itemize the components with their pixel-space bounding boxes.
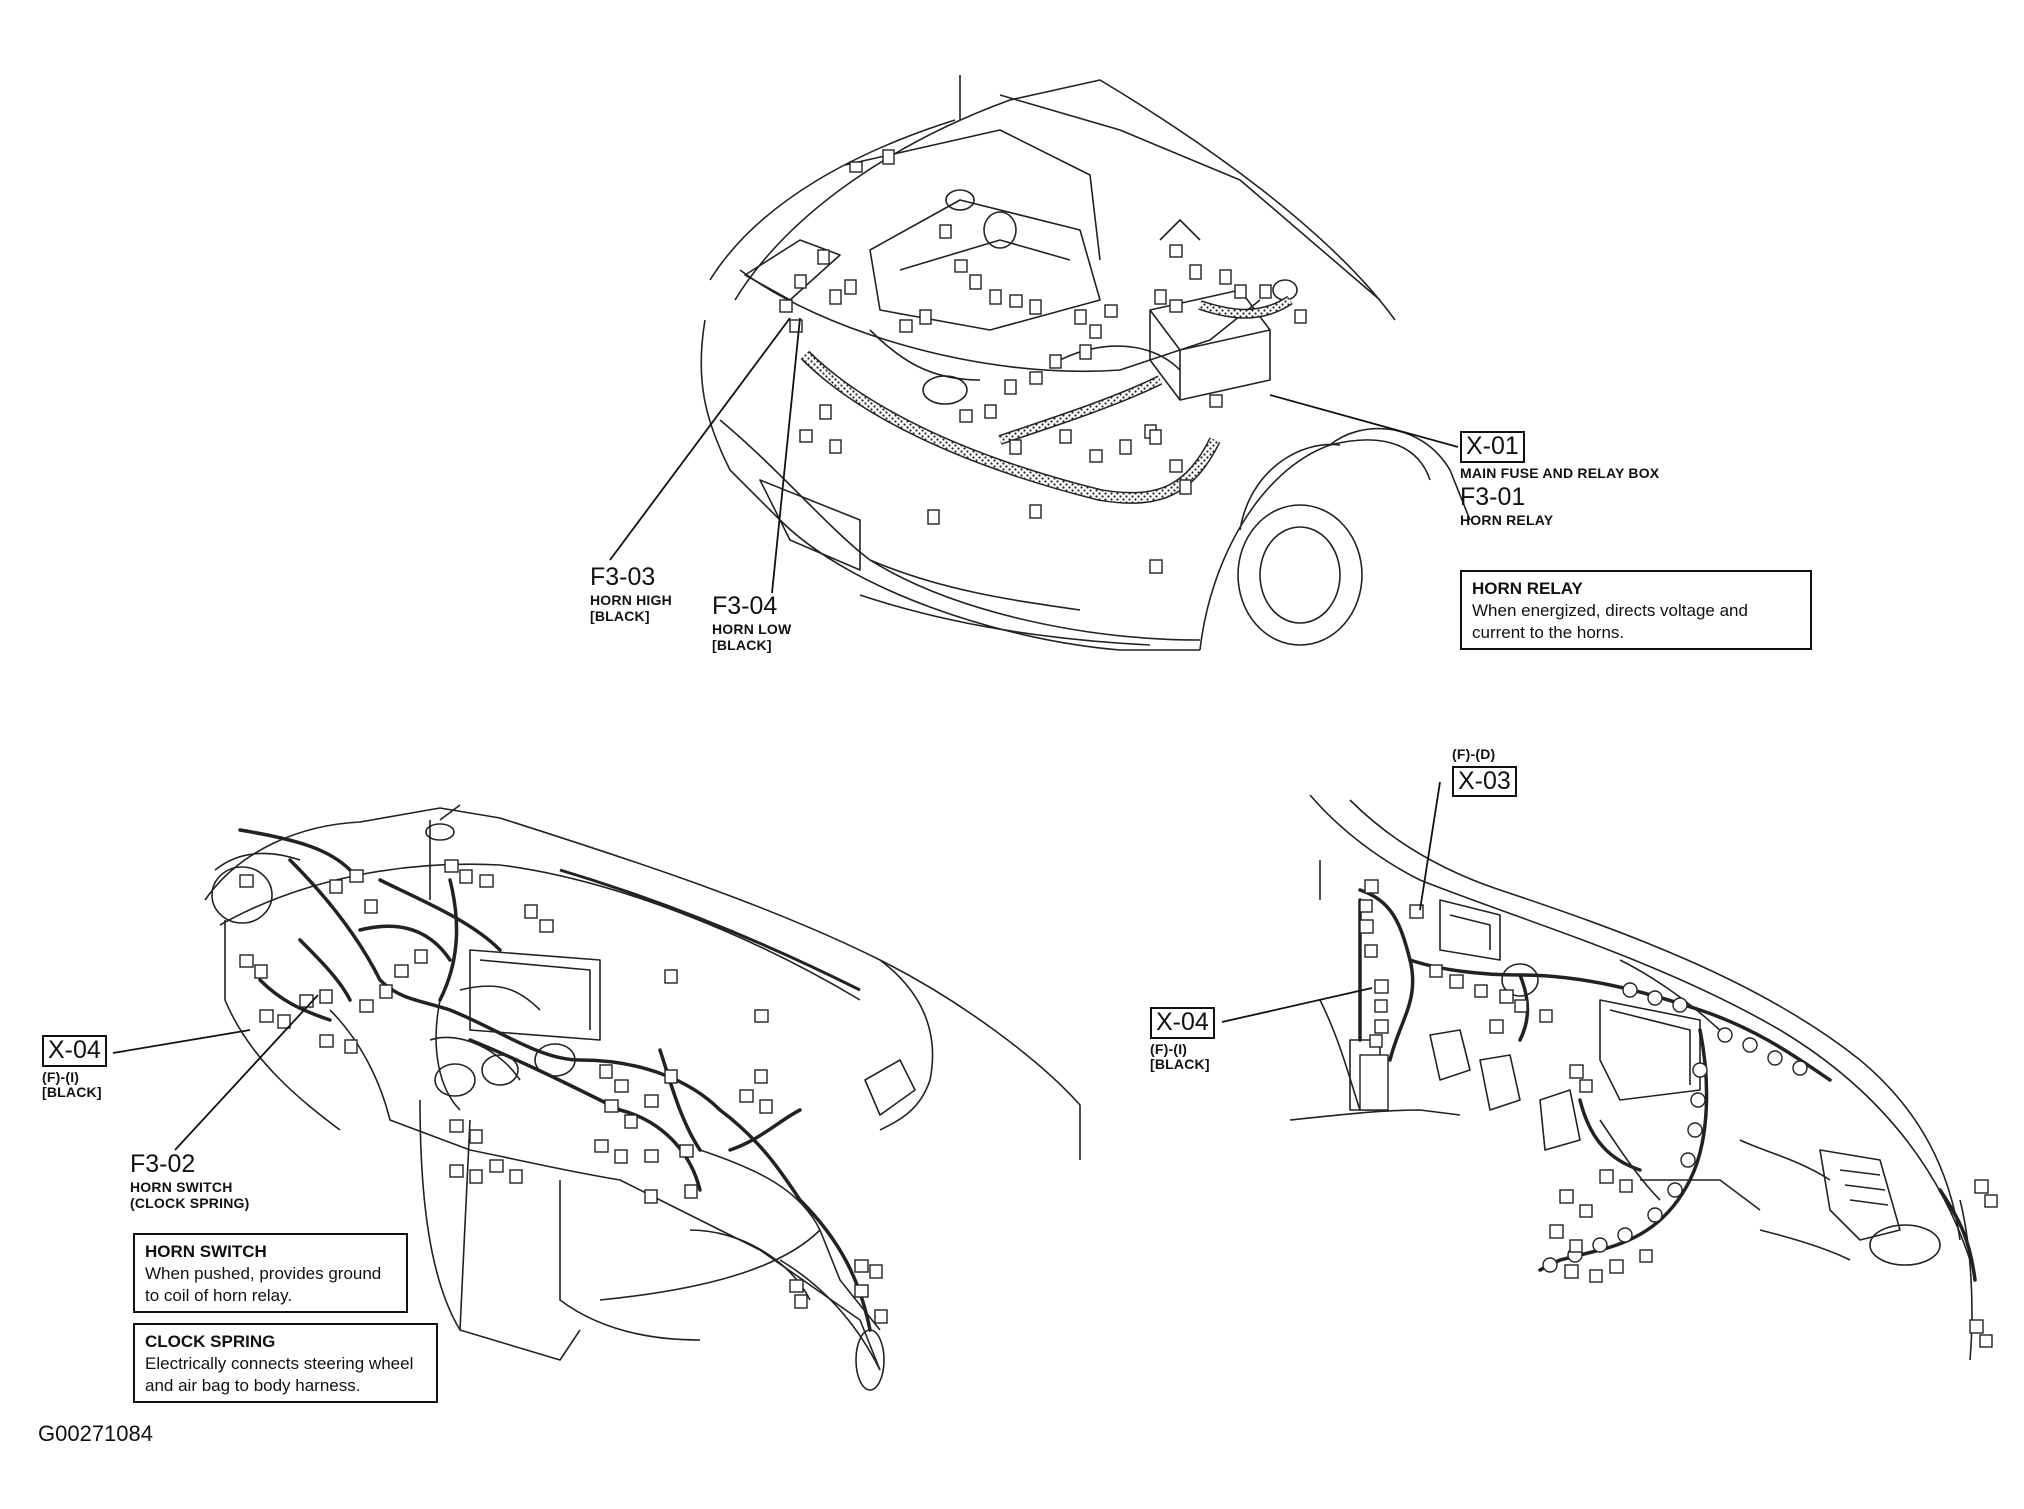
info-box-horn-relay-line1: When energized, directs voltage and (1472, 601, 1748, 621)
callout-x04-left: X-04 (F)-(I) [BLACK] (42, 1035, 107, 1101)
callout-x01: X-01 MAIN FUSE AND RELAY BOX (1460, 431, 1659, 481)
info-box-horn-relay-title: HORN RELAY (1472, 579, 1583, 598)
callout-x04-left-loc: (F)-(I) (42, 1068, 80, 1085)
callout-f301: F3-01 HORN RELAY (1460, 483, 1553, 529)
callout-f301-code: F3-01 (1460, 483, 1526, 511)
callout-x04-left-code: X-04 (42, 1035, 107, 1067)
callout-f304: F3-04 HORN LOW [BLACK] (712, 592, 791, 653)
callout-f304-code: F3-04 (712, 592, 778, 620)
callout-x04-left-color: [BLACK] (42, 1084, 102, 1101)
callout-f302-desc: HORN SWITCH (130, 1179, 233, 1195)
driver-side-harness-loops (1542, 982, 1808, 1273)
figure-id: G00271084 (38, 1421, 153, 1446)
callout-f303-desc: HORN HIGH (590, 592, 672, 608)
leader-lines (112, 317, 1459, 1151)
driver-side-connectors (1359, 879, 1998, 1348)
callout-f304-color: [BLACK] (712, 636, 772, 653)
driver-side-view (1289, 794, 1973, 1361)
callout-x03-code: X-03 (1452, 765, 1517, 798)
callout-x04-right: X-04 (F)-(I) [BLACK] (1150, 1007, 1215, 1073)
callout-f303-color: [BLACK] (590, 607, 650, 624)
info-box-horn-switch-line1: When pushed, provides ground (145, 1264, 382, 1284)
instrument-panel-view (204, 804, 1081, 1391)
callout-x03: (F)-(D) X-03 (1452, 746, 1517, 798)
info-box-horn-switch: HORN SWITCH When pushed, provides ground… (133, 1233, 408, 1313)
driver-side-harness (1358, 888, 1977, 1282)
callout-x04-right-color: [BLACK] (1150, 1056, 1210, 1073)
callout-f302-desc2: (CLOCK SPRING) (130, 1194, 250, 1211)
info-box-horn-relay: HORN RELAY When energized, directs volta… (1460, 570, 1812, 650)
engine-connectors (779, 149, 1307, 574)
callout-f303-code: F3-03 (590, 563, 656, 591)
info-box-horn-relay-line2: current to the horns. (1472, 623, 1625, 643)
info-box-horn-switch-title: HORN SWITCH (145, 1242, 267, 1261)
callout-x03-loc: (F)-(D) (1452, 746, 1496, 762)
info-box-clock-spring-title: CLOCK SPRING (145, 1332, 276, 1351)
callout-f302: F3-02 HORN SWITCH (CLOCK SPRING) (130, 1150, 249, 1211)
info-box-clock-spring: CLOCK SPRING Electrically connects steer… (133, 1323, 438, 1403)
info-box-clock-spring-line1: Electrically connects steering wheel (145, 1354, 414, 1374)
callout-x04-right-code: X-04 (1150, 1007, 1215, 1039)
info-box-clock-spring-line2: and air bag to body harness. (145, 1376, 361, 1396)
info-box-horn-switch-line2: to coil of horn relay. (145, 1286, 293, 1306)
instrument-panel-harness (238, 828, 872, 1332)
callout-x04-right-loc: (F)-(I) (1150, 1040, 1188, 1057)
callout-f304-desc: HORN LOW (712, 621, 792, 637)
callout-f303: F3-03 HORN HIGH [BLACK] (590, 563, 672, 624)
callout-f301-desc: HORN RELAY (1460, 512, 1554, 528)
callout-x01-desc: MAIN FUSE AND RELAY BOX (1460, 464, 1660, 481)
instrument-panel-connectors (239, 859, 888, 1324)
engine-compartment-view (700, 75, 1471, 651)
callout-x01-code: X-01 (1460, 431, 1525, 463)
callout-f302-code: F3-02 (130, 1150, 196, 1178)
